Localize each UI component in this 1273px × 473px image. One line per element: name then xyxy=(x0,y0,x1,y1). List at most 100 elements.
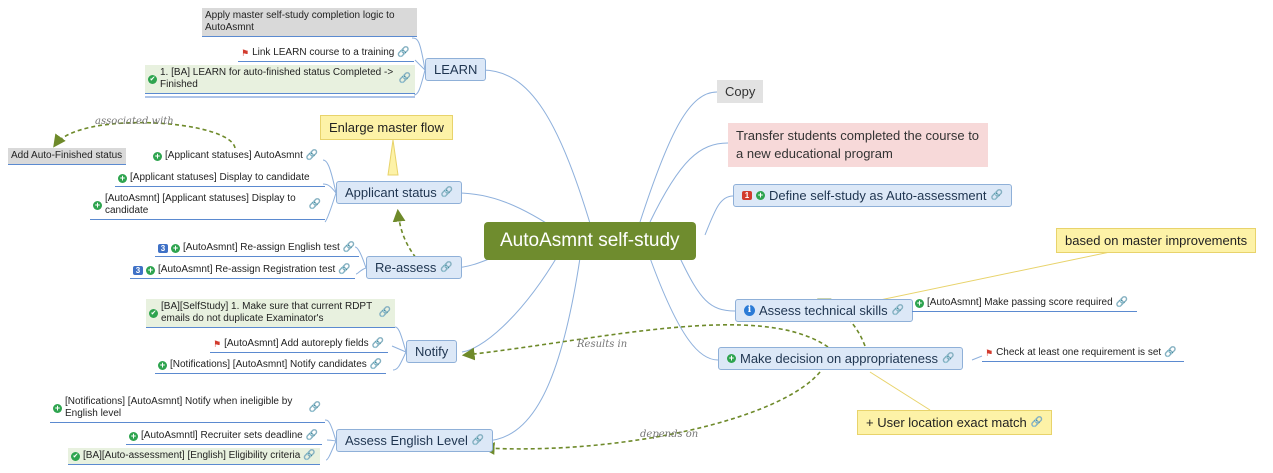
topic-reassess[interactable]: Re-assess🔗 xyxy=(366,256,462,279)
item-text: [AutoAsmnt] Re-assign English test xyxy=(183,242,340,253)
topic-label: Notify xyxy=(415,344,449,359)
topic-applicant-status[interactable]: Applicant status🔗 xyxy=(336,181,463,204)
callout-user-location[interactable]: + User location exact match🔗 xyxy=(857,410,1053,435)
applicant-item-autoasmnt[interactable]: +[Applicant statuses] AutoAsmnt🔗 xyxy=(150,148,322,164)
item-text: [AutoAsmnt] Add autoreply fields xyxy=(224,338,369,349)
applicant-extra-add-auto-finished[interactable]: Add Auto-Finished status xyxy=(8,148,127,165)
link-icon[interactable]: 🔗 xyxy=(471,435,485,446)
link-icon[interactable]: 🔗 xyxy=(398,73,411,84)
item-text: [AutoAsmnt] Re-assign Registration test xyxy=(158,264,336,275)
item-text: [AutoAsmntl] Recruiter sets deadline xyxy=(141,430,303,441)
link-icon[interactable]: 🔗 xyxy=(891,305,905,316)
link-icon[interactable]: 🔗 xyxy=(440,262,453,273)
relation-label-associated: associated with xyxy=(95,116,174,127)
topic-transfer-students[interactable]: Transfer students completed the course t… xyxy=(728,123,988,167)
item-text: [BA][SelfStudy] 1. Make sure that curren… xyxy=(161,301,373,324)
item-text: [Applicant statuses] AutoAsmnt xyxy=(165,150,303,161)
link-icon[interactable]: 🔗 xyxy=(1115,297,1129,308)
item-text: Apply master self-study completion logic… xyxy=(205,10,395,33)
reassess-item-registration[interactable]: 3+[AutoAsmnt] Re-assign Registration tes… xyxy=(130,262,355,279)
learn-item-link-course[interactable]: ⚑Link LEARN course to a training🔗 xyxy=(238,45,414,62)
link-icon[interactable]: 🔗 xyxy=(308,199,321,210)
info-icon: i xyxy=(744,305,755,316)
tech-item-passing-score[interactable]: +[AutoAsmnt] Make passing score required… xyxy=(912,295,1137,312)
link-icon[interactable]: 🔗 xyxy=(378,307,391,318)
link-icon[interactable]: 🔗 xyxy=(338,264,351,275)
plus-icon: + xyxy=(756,190,765,200)
plus-icon: + xyxy=(146,264,155,275)
relation-label-results-in: Results in xyxy=(577,339,628,350)
link-icon[interactable]: 🔗 xyxy=(342,242,356,253)
link-icon[interactable]: 🔗 xyxy=(1164,347,1177,358)
item-text: [Notifications] [AutoAsmnt] Notify when … xyxy=(65,396,293,419)
topic-notify[interactable]: Notify xyxy=(406,340,458,363)
topic-learn[interactable]: LEARN xyxy=(425,58,487,81)
plus-icon: + xyxy=(153,150,162,161)
item-text: Check at least one requirement is set xyxy=(996,347,1162,358)
plus-icon: + xyxy=(118,172,127,183)
english-item-notify-ineligible[interactable]: +[Notifications] [AutoAsmnt] Notify when… xyxy=(50,394,325,423)
learn-item-apply-logic[interactable]: Apply master self-study completion logic… xyxy=(202,8,417,37)
notify-item-autoreply[interactable]: ⚑[AutoAsmnt] Add autoreply fields🔗 xyxy=(210,336,389,353)
topic-define-self-study[interactable]: 1 + Define self-study as Auto-assessment🔗 xyxy=(733,184,1012,207)
link-icon[interactable]: 🔗 xyxy=(440,187,454,198)
priority-badge: 3 xyxy=(133,265,143,275)
item-text: Add Auto-Finished status xyxy=(11,150,123,161)
check-icon: ✔ xyxy=(149,308,158,318)
topic-make-decision[interactable]: +Make decision on appropriateness🔗 xyxy=(718,347,964,370)
topic-assess-english[interactable]: Assess English Level🔗 xyxy=(336,429,494,452)
applicant-item-autoasmnt-display[interactable]: +[AutoAsmnt] [Applicant statuses] Displa… xyxy=(90,191,325,220)
english-item-recruiter-deadline[interactable]: +[AutoAsmntl] Recruiter sets deadline🔗 xyxy=(126,428,323,445)
link-icon[interactable]: 🔗 xyxy=(1030,417,1044,428)
link-icon[interactable]: 🔗 xyxy=(369,359,383,370)
topic-assess-technical[interactable]: i Assess technical skills🔗 xyxy=(735,299,914,322)
notify-item-rdpt-emails[interactable]: ✔[BA][SelfStudy] 1. Make sure that curre… xyxy=(146,299,395,328)
topic-label: Make decision on appropriateness xyxy=(740,351,939,366)
topic-label: Assess technical skills xyxy=(759,303,888,318)
link-icon[interactable]: 🔗 xyxy=(305,150,319,161)
check-icon: ✔ xyxy=(71,451,80,461)
priority-badge: 3 xyxy=(158,243,168,253)
plus-icon: + xyxy=(158,359,167,370)
central-topic[interactable]: AutoAsmnt self-study xyxy=(484,222,696,260)
item-text: [BA][Auto-assessment] [English] Eligibil… xyxy=(83,450,301,461)
link-icon[interactable]: 🔗 xyxy=(303,450,316,461)
link-icon[interactable]: 🔗 xyxy=(942,353,955,364)
callout-based-on-master[interactable]: based on master improvements xyxy=(1056,228,1257,253)
item-text: [Notifications] [AutoAsmnt] Notify candi… xyxy=(170,359,367,370)
plus-icon: + xyxy=(171,242,180,253)
callout-label: + User location exact match xyxy=(866,415,1027,430)
english-item-eligibility[interactable]: ✔[BA][Auto-assessment] [English] Eligibi… xyxy=(68,448,320,465)
link-icon[interactable]: 🔗 xyxy=(371,338,385,349)
link-icon[interactable]: 🔗 xyxy=(305,430,319,441)
relation-label-depends-on: depends on xyxy=(640,429,699,440)
flag-icon: ⚑ xyxy=(213,339,222,349)
link-icon[interactable]: 🔗 xyxy=(990,190,1003,201)
plus-icon: + xyxy=(129,430,138,441)
topic-label: Assess English Level xyxy=(345,433,468,448)
topic-label: LEARN xyxy=(434,62,478,77)
flag-icon: ⚑ xyxy=(241,48,250,58)
item-text: [Applicant statuses] Display to candidat… xyxy=(130,172,310,183)
plus-icon: + xyxy=(93,199,102,210)
reassess-item-english[interactable]: 3+[AutoAsmnt] Re-assign English test🔗 xyxy=(155,240,360,257)
plus-icon: + xyxy=(915,297,924,308)
item-text: Link LEARN course to a training xyxy=(252,47,395,58)
priority-badge: 1 xyxy=(742,191,752,200)
topic-label: Define self-study as Auto-assessment xyxy=(769,188,987,203)
topic-copy[interactable]: Copy xyxy=(717,80,764,103)
topic-label: Applicant status xyxy=(345,185,437,200)
notify-item-candidates[interactable]: +[Notifications] [AutoAsmnt] Notify cand… xyxy=(155,357,387,374)
plus-icon: + xyxy=(53,402,62,413)
link-icon[interactable]: 🔗 xyxy=(397,47,410,58)
flag-icon: ⚑ xyxy=(985,348,994,358)
decision-item-requirement[interactable]: ⚑Check at least one requirement is set🔗 xyxy=(982,345,1184,362)
link-icon[interactable]: 🔗 xyxy=(308,402,321,413)
learn-item-ba-learn[interactable]: ✔1. [BA] LEARN for auto-finished status … xyxy=(145,65,415,94)
item-text: 1. [BA] LEARN for auto-finished status C… xyxy=(160,67,394,90)
callout-enlarge-master[interactable]: Enlarge master flow xyxy=(320,115,453,140)
check-icon: ✔ xyxy=(148,74,157,84)
topic-label: Re-assess xyxy=(375,260,437,275)
applicant-item-display[interactable]: +[Applicant statuses] Display to candida… xyxy=(115,170,325,187)
